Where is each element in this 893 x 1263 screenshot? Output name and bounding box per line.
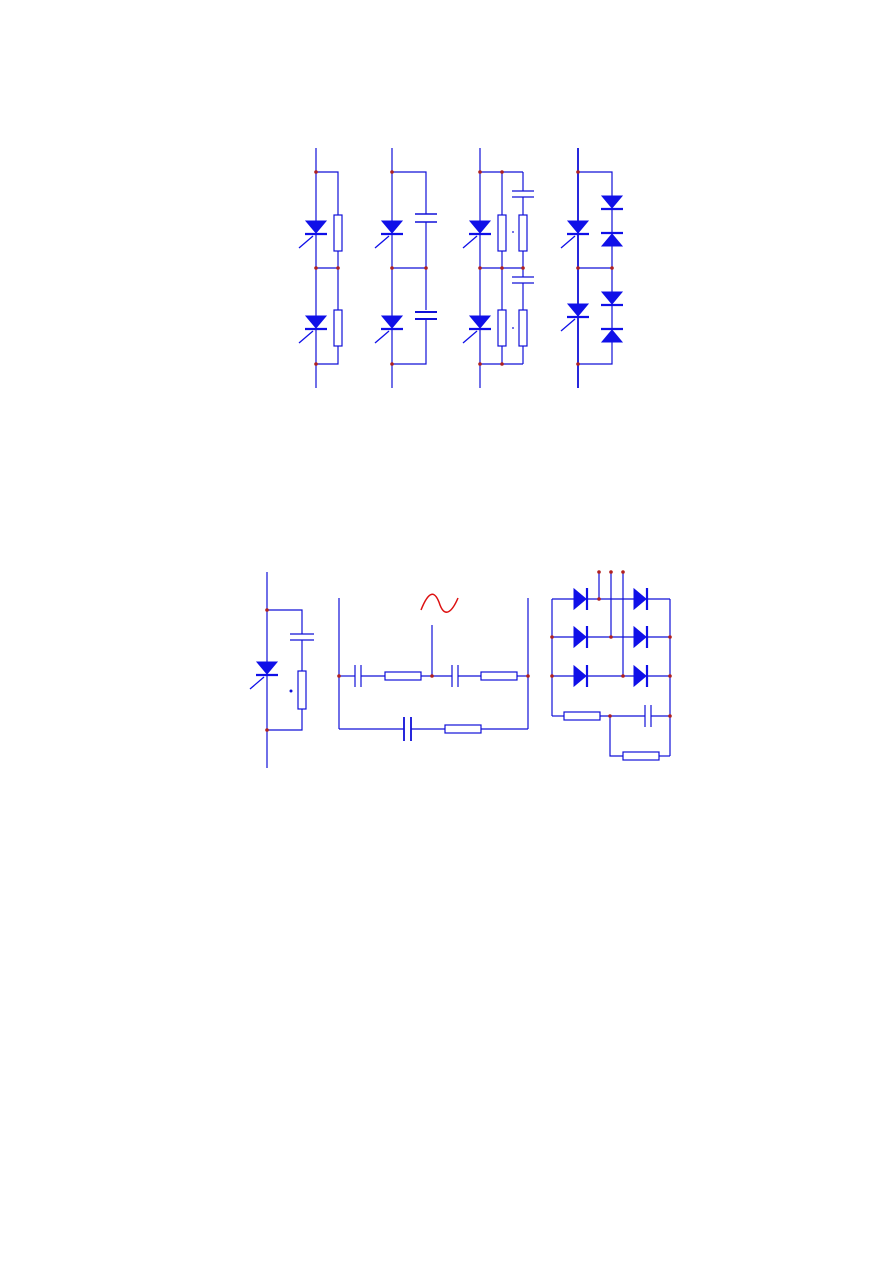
node-dot-icon: [621, 570, 625, 574]
node-dot-icon: [314, 266, 318, 270]
node-dot-icon: [576, 362, 580, 366]
bridge-rectifier-rc-snubber-variant: [551, 572, 671, 761]
diode-icon: [599, 327, 625, 344]
capacitor-icon: [415, 311, 437, 320]
diode-icon: [599, 194, 625, 211]
node-dot-icon: [550, 674, 554, 678]
resistor-icon: [297, 670, 307, 710]
node-dot-icon: [608, 714, 612, 718]
ac-source-icon: [420, 593, 459, 613]
thyristor-icon: [297, 219, 329, 250]
node-dot-icon: [478, 266, 482, 270]
resistor-icon: [333, 214, 343, 252]
node-dot-icon: [390, 266, 394, 270]
node-dot-icon: [610, 266, 614, 270]
node-dot-icon: [550, 635, 554, 639]
diode-icon: [572, 663, 589, 689]
resistor-icon: [384, 671, 422, 681]
capacitor-icon: [290, 633, 314, 641]
node-dot-icon: [500, 362, 504, 366]
thyristor-icon: [461, 314, 493, 345]
node-dot-icon: [500, 266, 504, 270]
thyristor-icon: [559, 219, 591, 250]
node-dot-icon: [478, 170, 482, 174]
node-dot-icon: [390, 362, 394, 366]
node-dot-icon: [314, 170, 318, 174]
series-thyristor-sharing-figure: [297, 148, 625, 388]
node-dot-icon: [424, 266, 428, 270]
thyristor-icon: [559, 302, 591, 333]
capacitor-icon: [403, 717, 412, 741]
resistor-icon: [518, 309, 528, 347]
node-dot-icon: [336, 266, 340, 270]
capacitor-icon: [644, 705, 652, 727]
diode-icon: [599, 231, 625, 248]
node-dot-icon: [478, 362, 482, 366]
diode-icon: [572, 586, 589, 612]
bottom-node-dots: [265, 570, 672, 732]
diode-icon: [632, 586, 649, 612]
diode-icon: [632, 624, 649, 650]
top-node-dots: [314, 170, 614, 366]
node-dot-icon: [521, 266, 525, 270]
node-dot-icon: [576, 266, 580, 270]
thyristor-rc-snubber-variant: [248, 572, 314, 768]
diode-icon: [572, 624, 589, 650]
resistor-icon: [518, 214, 528, 252]
node-dot-icon: [390, 170, 394, 174]
ac-line-rc-snubber-variant: [338, 593, 529, 741]
capacitor-icon: [415, 213, 437, 223]
resistor-icon: [622, 751, 660, 761]
thyristor-icon: [248, 660, 280, 691]
resistor-icon: [444, 724, 482, 734]
node-dot-icon: [500, 170, 504, 174]
node-dot-icon: [314, 362, 318, 366]
node-dot-icon: [430, 674, 434, 678]
diode-icon: [632, 663, 649, 689]
node-dot-icon: [265, 728, 269, 732]
diode-icon: [599, 290, 625, 307]
thyristor-icon: [297, 314, 329, 345]
resistor-icon: [480, 671, 518, 681]
node-dot-icon: [597, 597, 601, 601]
thyristor-icon: [373, 219, 405, 250]
node-dot-icon: [337, 674, 341, 678]
resistor-icon: [497, 309, 507, 347]
node-dot-icon: [597, 570, 601, 574]
node-dot-icon: [576, 170, 580, 174]
resistor-sharing-variant: [297, 148, 343, 388]
resistor-icon: [563, 711, 601, 721]
node-dot-icon: [265, 608, 269, 612]
capacitor-icon: [451, 665, 459, 687]
capacitor-icon: [512, 276, 534, 284]
resistor-icon: [333, 309, 343, 347]
snubber-circuits-figure: [248, 572, 671, 768]
node-dot-icon: [668, 714, 672, 718]
node-dot-icon: [609, 635, 613, 639]
node-dot-icon: [621, 674, 625, 678]
capacitor-icon: [354, 665, 362, 687]
node-dot-icon: [668, 674, 672, 678]
capacitor-icon: [512, 190, 534, 198]
node-dot-icon: [609, 570, 613, 574]
thyristor-icon: [373, 314, 405, 345]
node-dot-icon: [668, 635, 672, 639]
thyristor-icon: [461, 219, 493, 250]
node-dot-icon: [526, 674, 530, 678]
resistor-icon: [497, 214, 507, 252]
